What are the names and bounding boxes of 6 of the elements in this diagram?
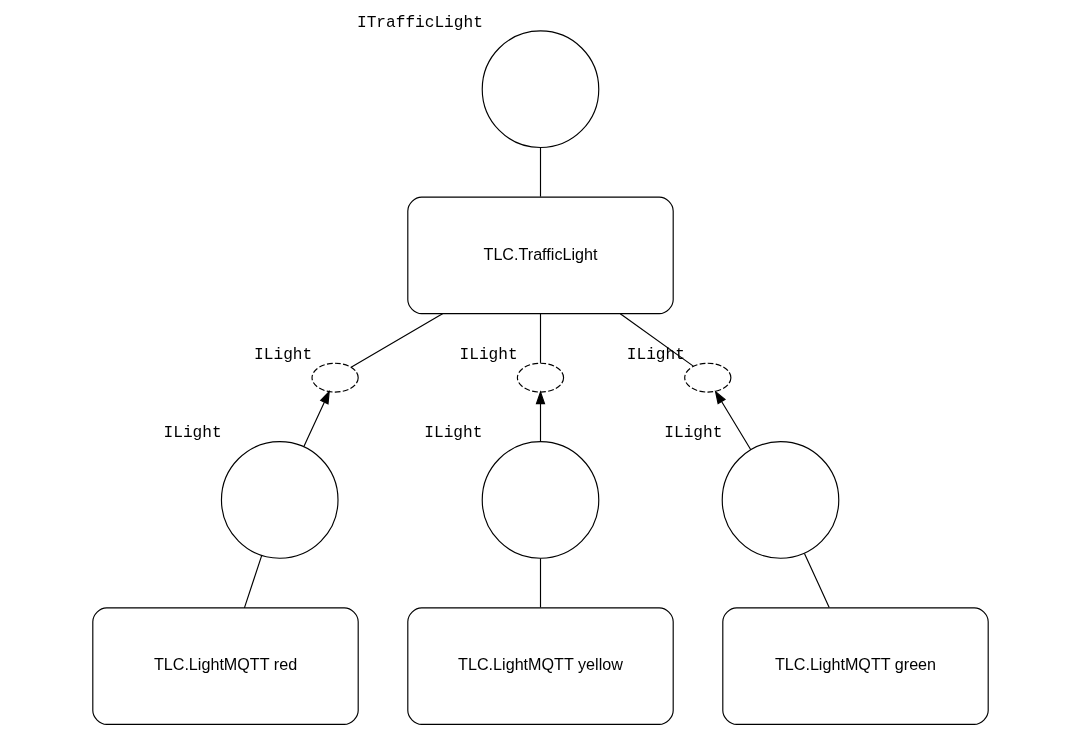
node-label: ILight [253,345,312,364]
node-label: ILight [423,423,482,442]
node-label: ILight [663,423,722,442]
node-label: ILight [459,345,518,364]
node-label: ILight [163,423,222,442]
node-label: ITrafficLight [356,13,483,32]
